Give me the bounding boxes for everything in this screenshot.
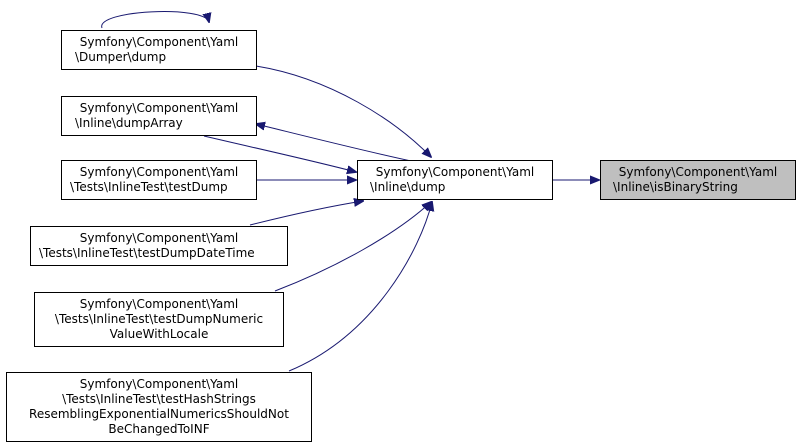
node-line: \Tests\InlineTest\testDump	[70, 180, 228, 194]
node-line: \Dumper\dump	[75, 50, 166, 64]
node-line: Symfony\Component\Yaml	[80, 377, 239, 391]
node-line: \Tests\InlineTest\testDumpDateTime	[39, 246, 255, 260]
node-test-dump[interactable]: Symfony\Component\Yaml \Tests\InlineTest…	[61, 160, 257, 200]
edge-inline-dump-to-dumparray	[256, 124, 412, 162]
edge-testhashstrings-to-inline-dump	[288, 202, 432, 372]
node-test-dump-datetime[interactable]: Symfony\Component\Yaml \Tests\InlineTest…	[30, 226, 288, 266]
node-line: \Inline\dump	[370, 180, 445, 194]
node-inline-dump[interactable]: Symfony\Component\Yaml \Inline\dump	[357, 160, 553, 200]
node-line: Symfony\Component\Yaml	[619, 165, 778, 179]
node-line: Symfony\Component\Yaml	[80, 165, 239, 179]
node-line: \Inline\dumpArray	[75, 116, 183, 130]
edge-dumper-dump-self	[101, 11, 209, 29]
edge-dumper-dump-to-inline-dump	[255, 65, 431, 157]
node-line: \Tests\InlineTest\testHashStrings	[62, 392, 256, 406]
node-line: \Inline\isBinaryString	[613, 180, 738, 194]
node-line: Symfony\Component\Yaml	[376, 165, 535, 179]
edge-testdumpnumeric-to-inline-dump	[274, 202, 431, 292]
node-line: ResemblingExponentialNumericsShouldNot	[29, 407, 289, 421]
edges	[101, 11, 599, 372]
node-line: Symfony\Component\Yaml	[80, 35, 239, 49]
edge-dumparray-to-inline-dump	[203, 135, 356, 172]
node-line: Symfony\Component\Yaml	[80, 231, 239, 245]
node-line: Symfony\Component\Yaml	[80, 297, 239, 311]
node-test-hash-strings[interactable]: Symfony\Component\Yaml \Tests\InlineTest…	[6, 372, 312, 442]
node-line: \Tests\InlineTest\testDumpNumeric	[55, 312, 263, 326]
edge-testdumpdatetime-to-inline-dump	[249, 201, 363, 226]
node-inline-dumparray[interactable]: Symfony\Component\Yaml \Inline\dumpArray	[61, 96, 257, 136]
node-line: ValueWithLocale	[110, 327, 209, 341]
node-test-dump-numeric-locale[interactable]: Symfony\Component\Yaml \Tests\InlineTest…	[34, 292, 284, 347]
node-dumper-dump[interactable]: Symfony\Component\Yaml \Dumper\dump	[61, 30, 257, 70]
node-line: BeChangedToINF	[108, 422, 209, 436]
node-line: Symfony\Component\Yaml	[80, 101, 239, 115]
node-inline-isbinarystring[interactable]: Symfony\Component\Yaml \Inline\isBinaryS…	[600, 160, 796, 200]
